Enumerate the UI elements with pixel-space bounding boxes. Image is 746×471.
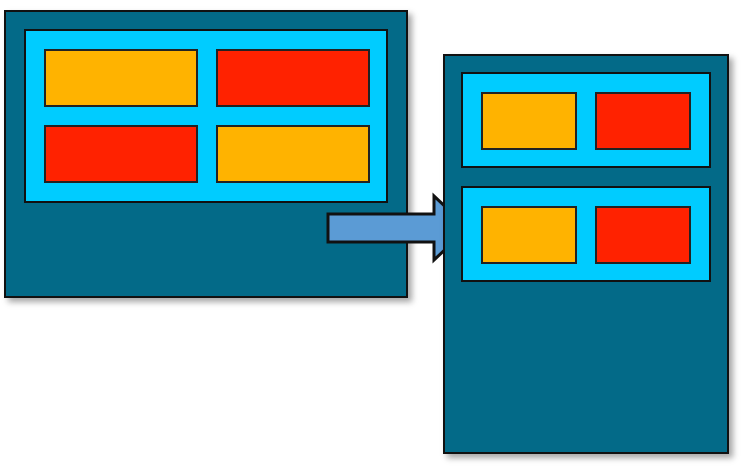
narrow-layout-frame (443, 54, 729, 454)
narrow-layout-panel-top (461, 72, 711, 168)
block-red (44, 125, 198, 183)
block-orange (44, 49, 198, 107)
block-red (216, 49, 370, 107)
block-red (595, 92, 691, 150)
wide-layout-panel (24, 29, 388, 203)
narrow-layout-panel-bottom (461, 186, 711, 282)
block-orange (216, 125, 370, 183)
wide-layout-frame (4, 10, 408, 298)
block-orange (481, 92, 577, 150)
block-orange (481, 206, 577, 264)
block-red (595, 206, 691, 264)
